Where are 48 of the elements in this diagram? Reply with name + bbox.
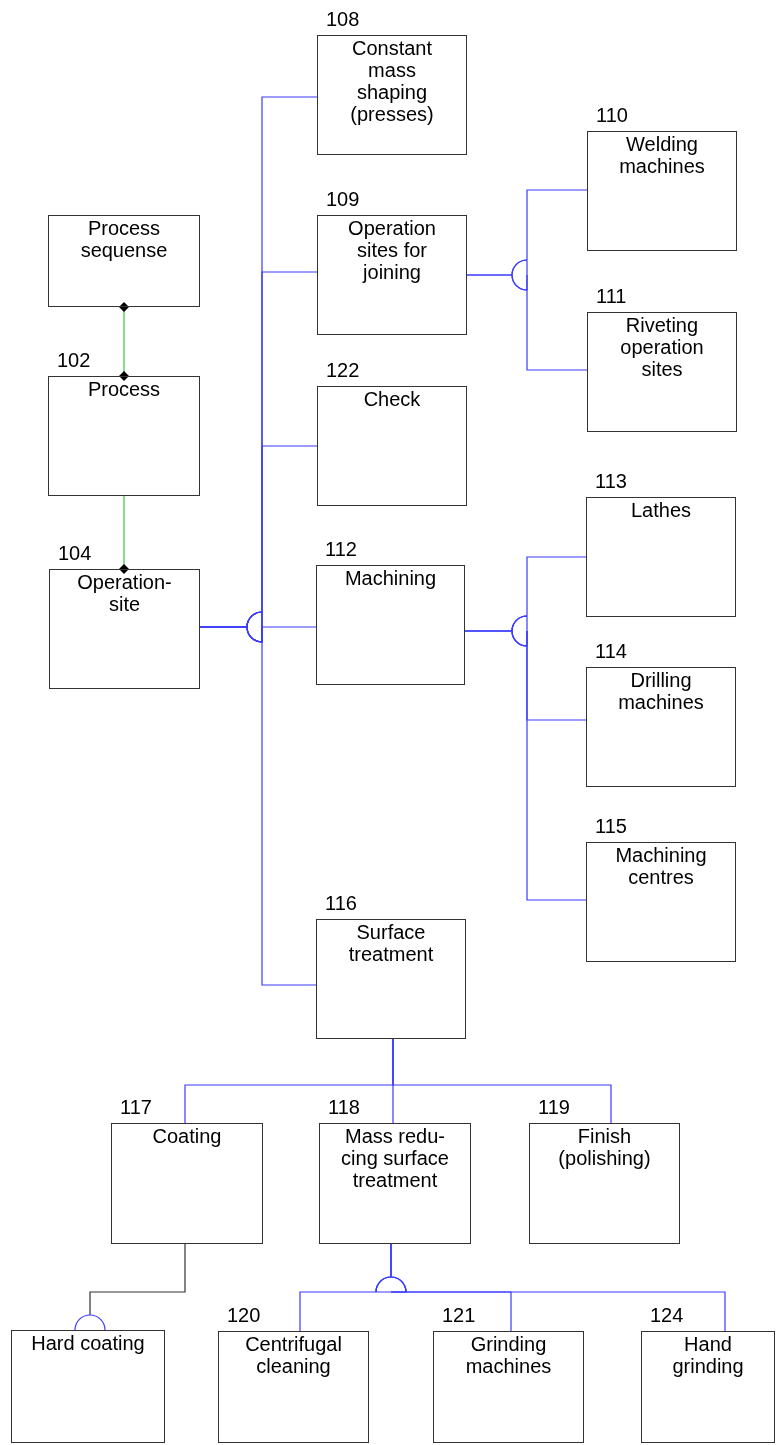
box-label: Hard coating	[31, 1332, 145, 1354]
connector-line	[74, 1243, 186, 1331]
connector-line	[392, 1038, 612, 1124]
process-box	[11, 1330, 165, 1443]
reference-number: 115	[595, 815, 627, 838]
reference-number: 114	[595, 640, 627, 663]
box-label: Coating	[152, 1125, 222, 1147]
reference-number: 122	[326, 359, 360, 382]
reference-number: 113	[595, 470, 627, 493]
box-label: Surface treatment	[347, 921, 435, 965]
box-label: Constant mass shaping (presses)	[349, 37, 435, 125]
reference-number: 104	[58, 542, 92, 565]
box-label: Centrifugal cleaning	[244, 1333, 343, 1377]
box-label: Process sequense	[79, 217, 169, 261]
reference-number: 124	[650, 1304, 684, 1327]
reference-number: 121	[442, 1304, 476, 1327]
reference-number: 120	[227, 1304, 261, 1327]
box-label: Welding machines	[618, 133, 706, 177]
connector-line	[464, 615, 587, 901]
box-label: Grinding machines	[464, 1333, 553, 1377]
box-label: Riveting operation sites	[619, 314, 705, 380]
reference-number: 110	[596, 104, 628, 127]
connector-line	[119, 495, 129, 574]
box-label: Machining	[344, 567, 437, 589]
box-label: Operation-site	[76, 571, 173, 615]
reference-number: 117	[120, 1096, 152, 1119]
box-label: Mass redu- cing surface treatment	[340, 1125, 450, 1191]
box-label: Process	[87, 378, 161, 400]
reference-number: 119	[538, 1096, 570, 1119]
box-label: Lathes	[630, 499, 692, 521]
process-box	[48, 215, 200, 307]
reference-number: 116	[325, 892, 357, 915]
box-label: Hand grinding	[671, 1333, 745, 1377]
box-label: Operation sites for joining	[347, 217, 437, 283]
reference-number: 112	[325, 538, 357, 561]
reference-number: 108	[326, 8, 360, 31]
box-label: Machining centres	[614, 844, 708, 888]
reference-number: 111	[596, 285, 627, 308]
connector-line	[466, 259, 588, 371]
box-label: Finish (polishing)	[557, 1125, 652, 1169]
reference-number: 118	[328, 1096, 360, 1119]
connector-line	[199, 611, 317, 986]
reference-number: 109	[326, 188, 360, 211]
connector-line	[119, 302, 129, 381]
box-label: Drilling machines	[617, 669, 705, 713]
connector-line	[375, 1243, 726, 1332]
reference-number: 102	[57, 349, 91, 372]
box-label: Check	[363, 388, 421, 410]
